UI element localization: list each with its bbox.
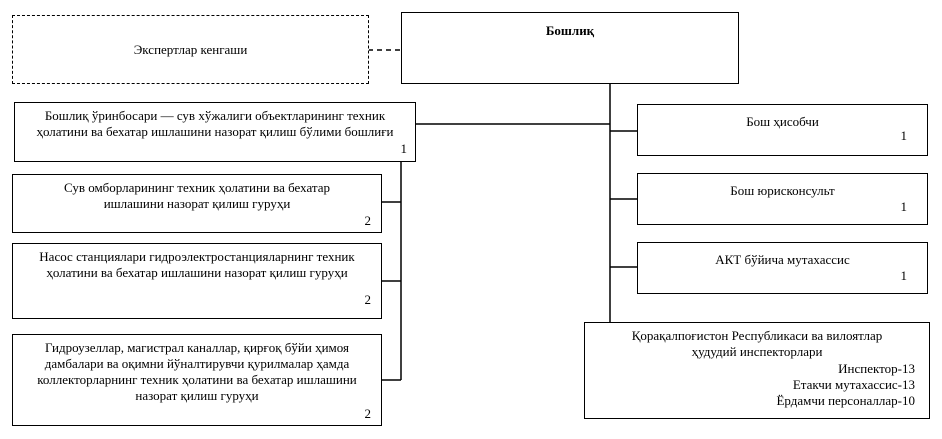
group-box-2: Насос станциялари гидроэлектростанциялар… (12, 243, 382, 319)
inspectorates-line-1: Қорақалпоғистон Республикаси ва вилоятла… (631, 328, 883, 343)
deputy-line-2: ҳолатини ва бехатар ишлашини назорат қил… (36, 124, 394, 139)
group-2-count: 2 (364, 292, 372, 307)
experts-council-label: Экспертлар кенгаши (133, 42, 248, 57)
group-1-count: 2 (364, 213, 372, 228)
group-3-line-1: Гидроузеллар, магистрал каналлар, қирғоқ… (44, 340, 349, 355)
staff-1-label: Бош ҳисобчи (746, 114, 819, 129)
staff-2-label: Бош юрисконсульт (730, 183, 835, 198)
head-box: Бошлиқ (401, 12, 739, 84)
group-box-3: Гидроузеллар, магистрал каналлар, қирғоқ… (12, 334, 382, 426)
group-2-line-2: ҳолатини ва бехатар ишлашини назорат қил… (46, 265, 348, 280)
staff-1-count: 1 (900, 128, 908, 143)
inspectorates-box: Қорақалпоғистон Республикаси ва вилоятла… (584, 322, 930, 419)
staff-box-ict-specialist: АКТ бўйича мутахассис 1 (637, 242, 928, 294)
group-2-line-1: Насос станциялари гидроэлектростанциялар… (39, 249, 355, 264)
staff-3-count: 1 (900, 268, 908, 283)
group-3-count: 2 (364, 406, 372, 421)
group-3-line-3: коллекторларнинг техник ҳолатини ва беха… (37, 372, 357, 387)
group-box-1: Сув омборларининг техник ҳолатини ва бех… (12, 174, 382, 233)
staff-box-chief-accountant: Бош ҳисобчи 1 (637, 104, 928, 156)
deputy-count: 1 (400, 141, 408, 156)
staff-2-count: 1 (900, 199, 908, 214)
group-3-line-2: дамбалари ва оқимни йўналтирувчи қурилма… (44, 356, 350, 371)
deputy-box: Бошлиқ ўринбосари — сув хўжалиги объектл… (14, 102, 416, 162)
assistant-staff-count: Ёрдамчи персоналлар-10 (776, 393, 915, 408)
group-3-line-4: назорат қилиш гуруҳи (135, 388, 259, 403)
staff-3-label: АКТ бўйича мутахассис (715, 252, 850, 267)
staff-box-legal-counsel: Бош юрисконсульт 1 (637, 173, 928, 225)
deputy-line-1: Бошлиқ ўринбосари — сув хўжалиги объектл… (44, 108, 386, 123)
head-title: Бошлиқ (545, 23, 595, 38)
lead-specialist-count: Етакчи мутахассис-13 (792, 377, 915, 392)
inspectorates-line-2: ҳудудий инспекторлари (691, 344, 823, 359)
group-1-line-2: ишлашини назорат қилиш гуруҳи (103, 196, 291, 211)
experts-council-box: Экспертлар кенгаши (12, 15, 369, 84)
inspector-count: Инспектор-13 (838, 361, 915, 376)
group-1-line-1: Сув омборларининг техник ҳолатини ва бех… (63, 180, 331, 195)
